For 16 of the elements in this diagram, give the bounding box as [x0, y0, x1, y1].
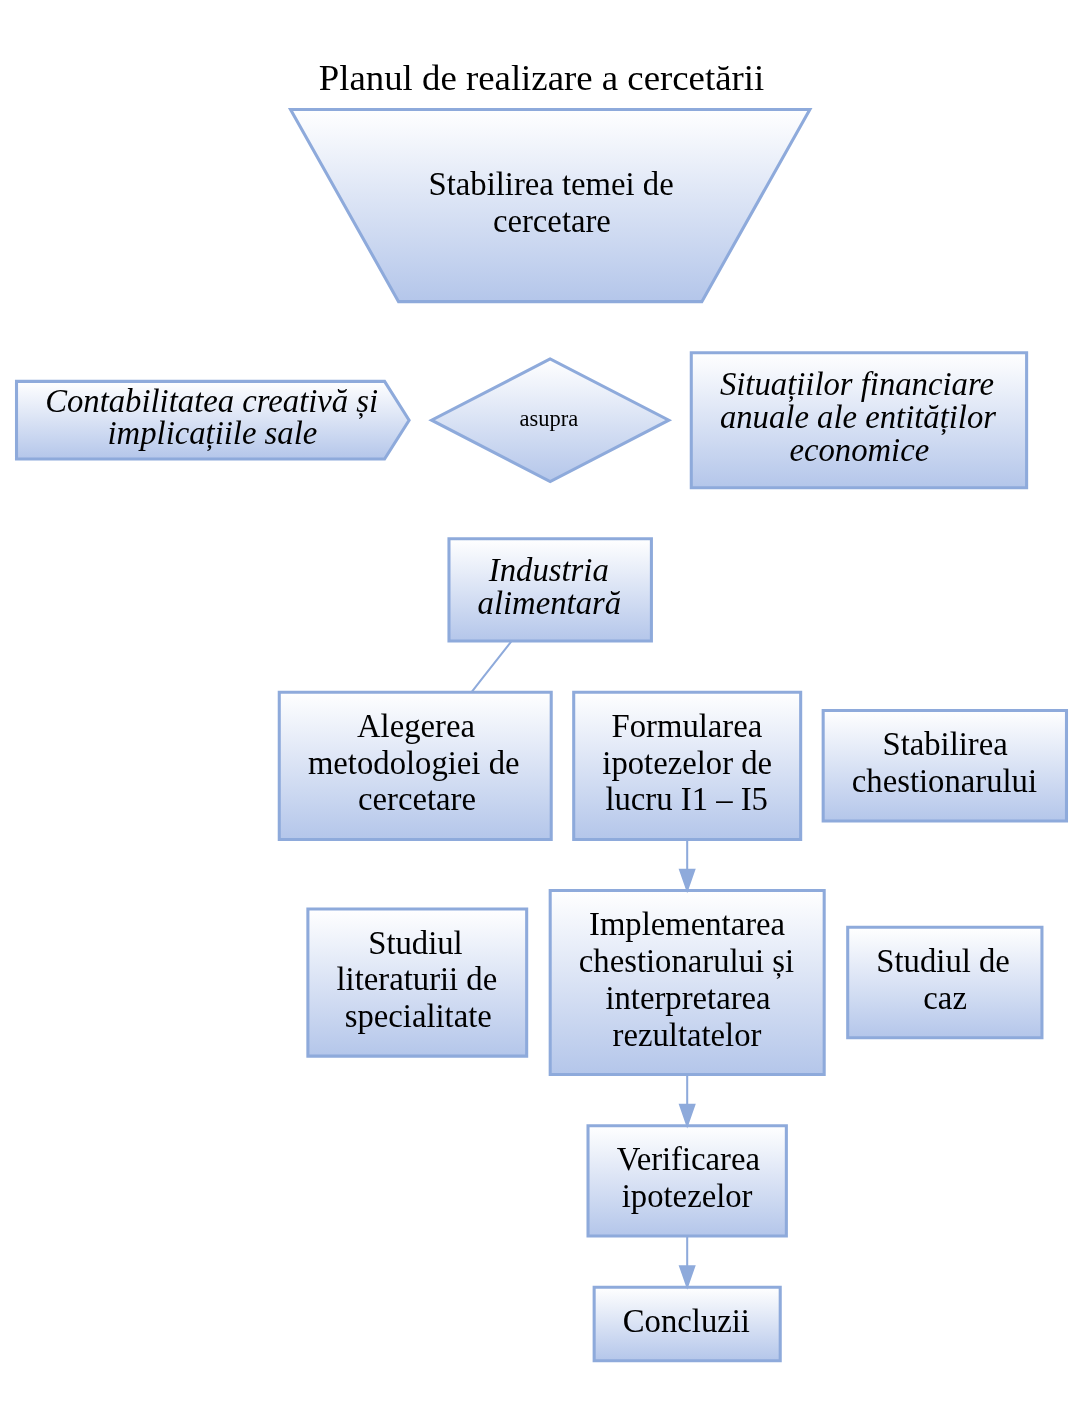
node-box: Stabilirea chestionarului [821, 708, 1069, 823]
node-box: Situațiilor financiare anuale ale entităților economice [689, 350, 1029, 489]
node-box: Industria alimentară [447, 536, 653, 643]
node-box: Verificarea ipotezelor [586, 1123, 788, 1238]
node-box: Formularea ipotezelor de lucru I1 – I5 [572, 690, 803, 841]
diagram-title: Planul de realizare a cercetării [318, 56, 765, 98]
node-diamond: asupra [428, 356, 673, 483]
node-box: Implementarea chestionarului și interpretarea rezultatelor [548, 888, 826, 1076]
node-box: Concluzii [592, 1285, 782, 1362]
node-box: Alegerea metodologiei de cercetare [277, 690, 553, 841]
connector [470, 640, 512, 692]
arrow [678, 839, 696, 893]
node-box: Studiul literaturii de specialitate [306, 906, 529, 1058]
arrow [678, 1074, 696, 1128]
arrow [678, 1235, 696, 1290]
node-box: Studiul de caz [846, 925, 1044, 1039]
